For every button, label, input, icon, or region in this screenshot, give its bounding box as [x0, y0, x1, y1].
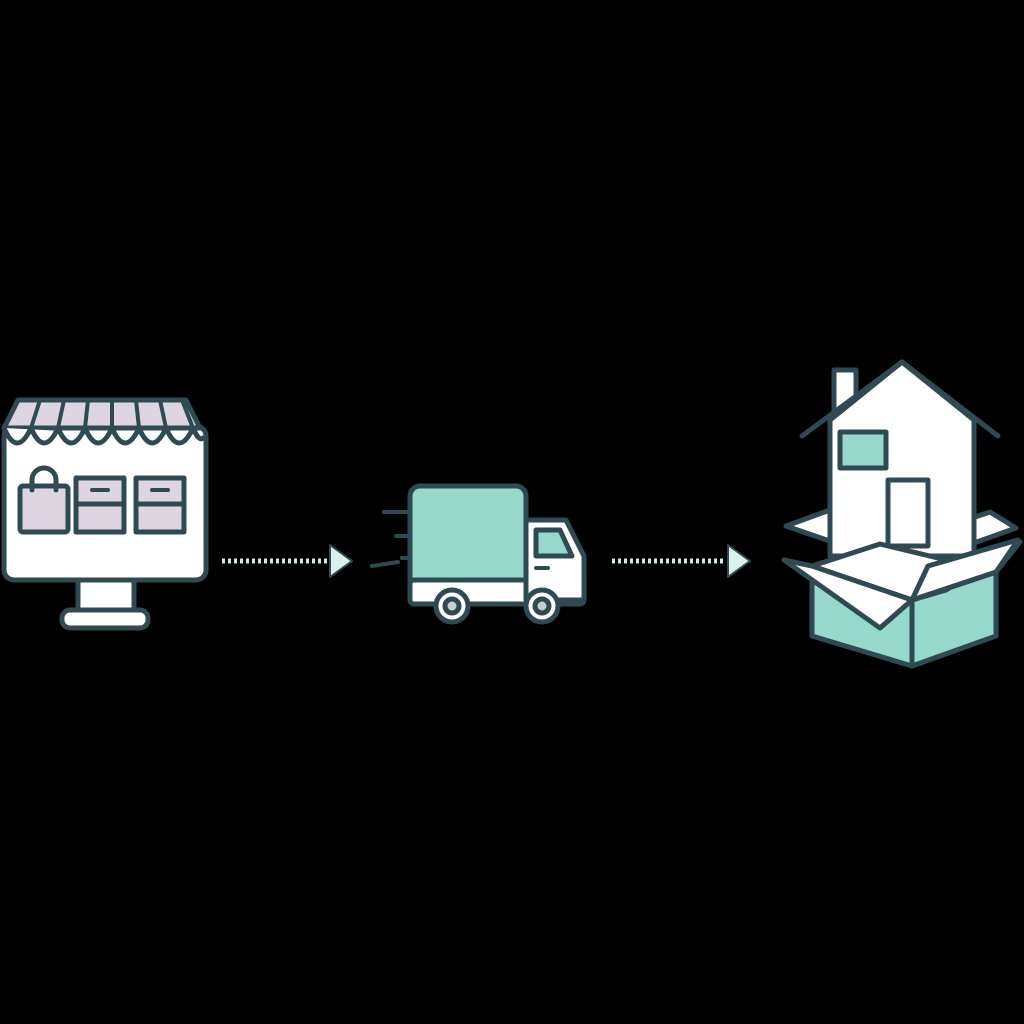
house-roof — [799, 359, 1001, 439]
shopping-bag-icon — [17, 465, 71, 535]
flow-arrow-truck-to-home — [612, 544, 751, 578]
online-store-icon — [1, 397, 209, 631]
product-shelf-left — [73, 475, 127, 535]
delivery-truck-icon — [370, 483, 587, 625]
awning-stripes — [29, 398, 195, 430]
arrowhead-icon — [727, 544, 751, 578]
shop-awning — [1, 397, 203, 431]
flow-arrow-store-to-truck — [222, 544, 353, 578]
arrowhead-icon — [329, 544, 353, 578]
house-door — [885, 477, 931, 549]
monitor-base — [59, 607, 151, 631]
product-shelf-right — [133, 475, 187, 535]
house-window — [837, 429, 889, 471]
truck-window — [533, 527, 575, 559]
house-in-box-icon — [781, 359, 1023, 669]
box-front-flap-left — [781, 557, 915, 631]
